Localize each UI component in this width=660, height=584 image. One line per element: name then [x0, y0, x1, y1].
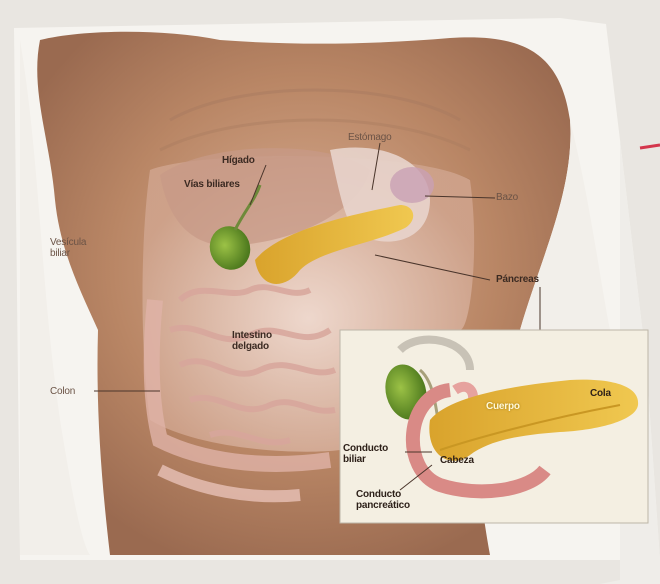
label-cabeza: Cabeza	[440, 455, 474, 466]
label-intestino-line1: Intestino	[232, 330, 272, 341]
label-conducto-biliar: Conducto biliar	[343, 443, 388, 465]
label-conducto-biliar-line1: Conducto	[343, 443, 388, 454]
label-intestino-line2: delgado	[232, 341, 272, 352]
label-pancreas: Páncreas	[496, 274, 539, 285]
label-conducto-pancreatico-line2: pancreático	[356, 500, 410, 511]
label-conducto-pancreatico: Conducto pancreático	[356, 489, 410, 511]
label-conducto-biliar-line2: biliar	[343, 454, 388, 465]
label-conducto-pancreatico-line1: Conducto	[356, 489, 410, 500]
label-cola: Cola	[590, 388, 611, 399]
label-bazo: Bazo	[496, 192, 518, 203]
label-colon: Colon	[50, 386, 75, 397]
label-vesicula-line2: biliar	[50, 248, 86, 259]
label-estomago: Estómago	[348, 132, 391, 143]
spleen	[390, 167, 434, 203]
label-vesicula-line1: Vesícula	[50, 237, 86, 248]
label-vias-biliares: Vías biliares	[184, 179, 240, 190]
label-higado: Hígado	[222, 155, 255, 166]
label-cuerpo: Cuerpo	[486, 401, 520, 412]
label-intestino-delgado: Intestino delgado	[232, 330, 272, 352]
label-vesicula: Vesícula biliar	[50, 237, 86, 259]
